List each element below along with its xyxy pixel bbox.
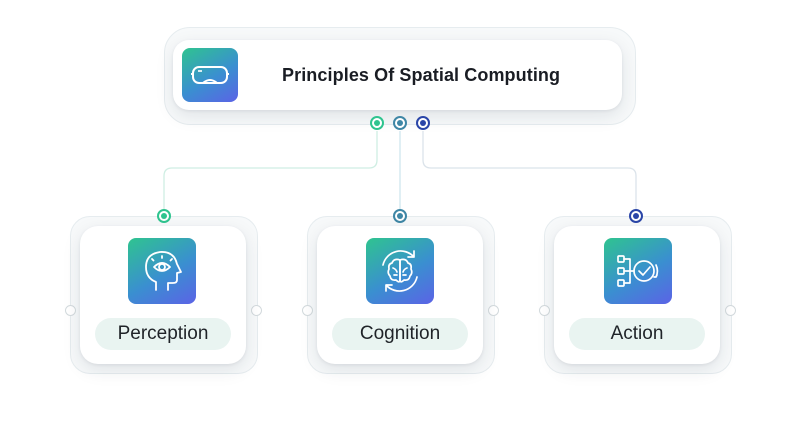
perception-label: Perception	[95, 318, 231, 350]
process-check-icon	[604, 238, 672, 304]
action-card: Action	[554, 226, 720, 364]
perception-side-dot-right	[251, 305, 262, 316]
main-title: Principles Of Spatial Computing	[282, 65, 561, 85]
cognition-card: Cognition	[317, 226, 483, 364]
action-side-dot-right	[725, 305, 736, 316]
main-node-card: Principles Of Spatial Computing	[173, 40, 622, 110]
top-dot-action	[416, 116, 430, 130]
action-side-dot-left	[539, 305, 550, 316]
vr-headset-icon	[182, 48, 238, 102]
node-dot-perception	[157, 209, 171, 223]
head-eye-icon	[128, 238, 196, 304]
brain-cycle-icon	[366, 238, 434, 304]
perception-side-dot-left	[65, 305, 76, 316]
cognition-side-dot-right	[488, 305, 499, 316]
top-dot-cognition	[393, 116, 407, 130]
top-dot-perception	[370, 116, 384, 130]
action-label: Action	[569, 318, 705, 350]
node-dot-cognition	[393, 209, 407, 223]
cognition-label: Cognition	[332, 318, 468, 350]
cognition-side-dot-left	[302, 305, 313, 316]
connector-action	[422, 131, 637, 209]
node-dot-action	[629, 209, 643, 223]
perception-card: Perception	[80, 226, 246, 364]
connector-perception	[163, 131, 378, 209]
